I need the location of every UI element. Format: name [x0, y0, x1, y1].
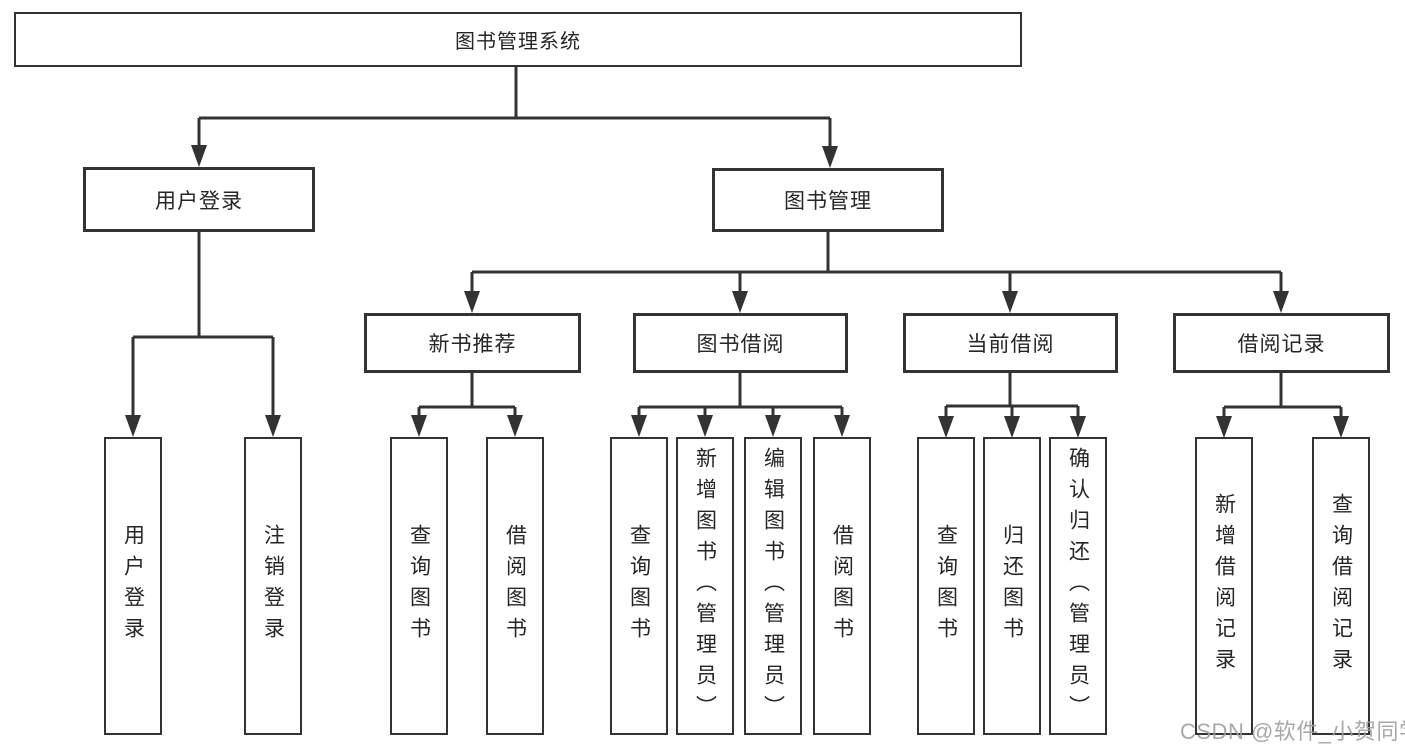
- root-node-library-system: 图书管理系统: [14, 12, 1022, 67]
- leaf-query-borrow-record: 查询借阅记录: [1312, 437, 1370, 735]
- node-new-book-recommendation: 新书推荐: [364, 313, 581, 373]
- node-user-login-label: 用户登录: [155, 189, 243, 213]
- node-borrowing-records-label: 借阅记录: [1237, 333, 1326, 356]
- leaf-return-books-label: 归还图书: [1000, 524, 1024, 648]
- leaf-borrow-books-recommend: 借阅图书: [486, 437, 544, 735]
- node-current-borrowing-label: 当前借阅: [966, 333, 1055, 356]
- leaf-edit-books-admin-label: 编辑图书（管理员）: [761, 446, 785, 726]
- leaf-borrow-books-recommend-label: 借阅图书: [503, 524, 527, 648]
- leaf-query-books-recommend: 查询图书: [390, 437, 448, 735]
- node-borrowing-records: 借阅记录: [1173, 313, 1390, 373]
- leaf-query-books-borrowing-label: 查询图书: [627, 524, 651, 648]
- leaf-edit-books-admin: 编辑图书（管理员）: [744, 437, 802, 735]
- leaf-add-borrow-record-label: 新增借阅记录: [1212, 493, 1236, 679]
- leaf-query-books-recommend-label: 查询图书: [407, 524, 431, 648]
- csdn-watermark: CSDN @软件_小贺同学: [1180, 719, 1405, 744]
- node-user-login: 用户登录: [83, 167, 315, 232]
- leaf-query-borrow-record-label: 查询借阅记录: [1329, 493, 1353, 679]
- node-new-book-recommendation-label: 新书推荐: [428, 333, 517, 356]
- node-current-borrowing: 当前借阅: [903, 313, 1118, 373]
- leaf-query-books-borrowing: 查询图书: [610, 437, 668, 735]
- leaf-confirm-return-admin-label: 确认归还（管理员）: [1066, 446, 1090, 726]
- node-book-management-label: 图书管理: [784, 190, 872, 213]
- root-node-label: 图书管理系统: [455, 31, 581, 53]
- leaf-user-login-label: 用户登录: [121, 524, 145, 648]
- leaf-query-books-current-label: 查询图书: [934, 524, 958, 648]
- leaf-add-books-admin-label: 新增图书（管理员）: [693, 446, 717, 726]
- leaf-add-books-admin: 新增图书（管理员）: [676, 437, 734, 735]
- leaf-confirm-return-admin: 确认归还（管理员）: [1049, 437, 1107, 735]
- leaf-user-login: 用户登录: [104, 437, 162, 735]
- leaf-borrow-books-label: 借阅图书: [830, 524, 854, 648]
- node-book-management: 图书管理: [712, 168, 944, 232]
- leaf-borrow-books: 借阅图书: [813, 437, 871, 735]
- leaf-return-books: 归还图书: [983, 437, 1041, 735]
- leaf-logout-login: 注销登录: [244, 437, 302, 735]
- leaf-query-books-current: 查询图书: [917, 437, 975, 735]
- leaf-add-borrow-record: 新增借阅记录: [1195, 437, 1253, 735]
- node-book-borrowing-label: 图书借阅: [696, 333, 785, 356]
- leaf-logout-login-label: 注销登录: [261, 524, 285, 648]
- node-book-borrowing: 图书借阅: [633, 313, 848, 373]
